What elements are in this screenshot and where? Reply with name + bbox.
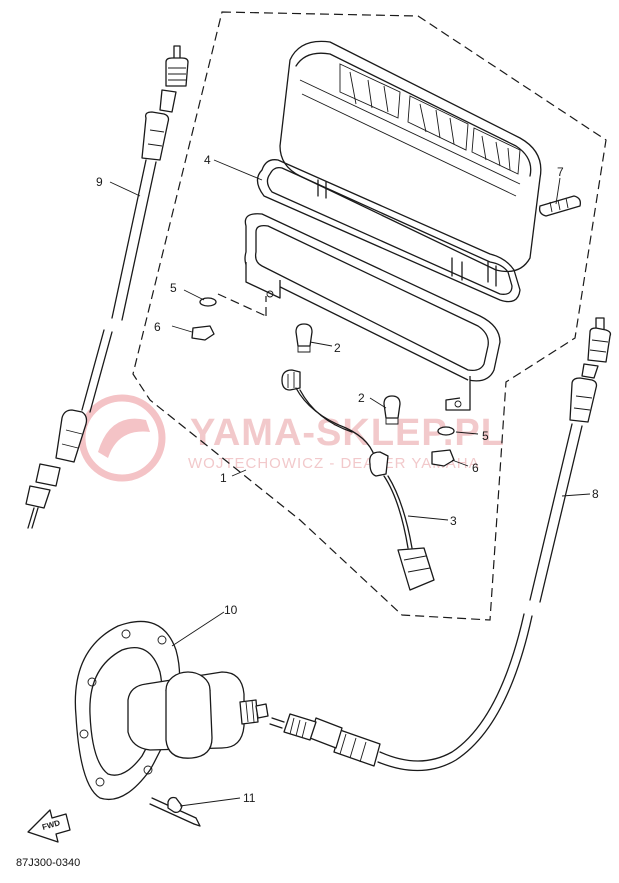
meter-bracket bbox=[244, 213, 501, 411]
diagram-code: 87J300-0340 bbox=[16, 857, 80, 869]
callout-3: 3 bbox=[450, 514, 457, 528]
watermark-logo-mark bbox=[98, 418, 150, 458]
bracket-guide bbox=[217, 293, 267, 317]
watermark-subtitle: WOJTECHOWICZ - DEALER YAMAHA bbox=[188, 455, 480, 472]
drive-pin bbox=[149, 796, 201, 827]
callout-9: 9 bbox=[96, 175, 103, 189]
leader-lines bbox=[109, 159, 591, 807]
trip-reset-knob bbox=[538, 195, 582, 217]
gasket-ring bbox=[256, 159, 521, 303]
washer-nut-left bbox=[191, 297, 217, 341]
bulb-upper bbox=[295, 323, 313, 353]
callout-11: 11 bbox=[243, 791, 256, 805]
callout-5-right: 5 bbox=[482, 429, 489, 443]
fwd-arrow: FWD bbox=[27, 809, 71, 843]
speedometer-cable bbox=[269, 317, 612, 772]
tachometer-cable bbox=[25, 45, 189, 529]
speedometer-gear-unit bbox=[74, 620, 269, 801]
callout-7: 7 bbox=[557, 165, 564, 179]
callout-10: 10 bbox=[224, 603, 238, 617]
callout-2-lower: 2 bbox=[358, 391, 365, 405]
watermark-logo bbox=[78, 394, 166, 482]
wire-harness bbox=[281, 369, 435, 591]
callout-5-left: 5 bbox=[170, 281, 177, 295]
washer-nut-right bbox=[431, 426, 455, 467]
callout-4: 4 bbox=[204, 153, 211, 167]
bulb-lower bbox=[383, 395, 401, 425]
callout-2-upper: 2 bbox=[334, 341, 341, 355]
watermark: YAMA-SKLEP.PL WOJTECHOWICZ - DEALER YAMA… bbox=[78, 394, 505, 482]
callout-6-left: 6 bbox=[154, 320, 161, 334]
meter-case bbox=[279, 40, 542, 287]
callout-6-right: 6 bbox=[472, 461, 479, 475]
callout-8: 8 bbox=[592, 487, 599, 501]
watermark-title: YAMA-SKLEP.PL bbox=[190, 412, 505, 454]
assembly-boundary bbox=[132, 11, 607, 621]
callout-1: 1 bbox=[220, 471, 227, 485]
